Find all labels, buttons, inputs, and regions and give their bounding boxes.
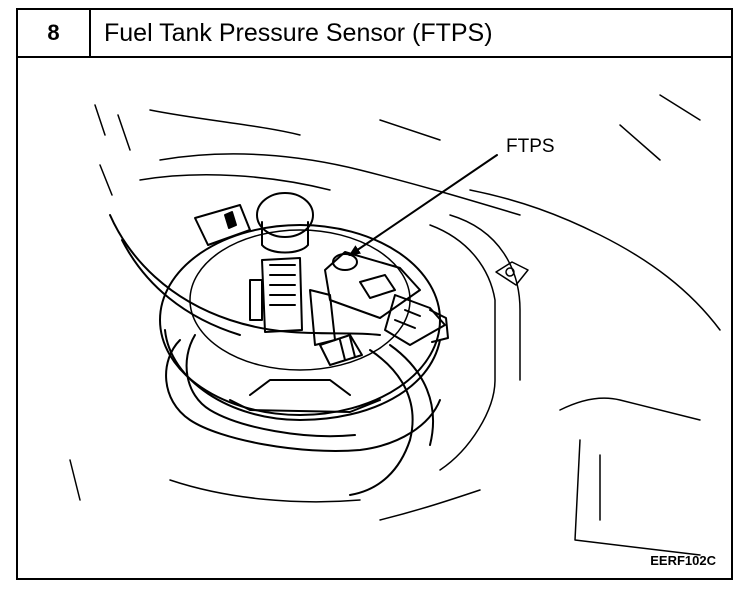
ftps-callout-arrow — [348, 154, 498, 257]
ftps-callout-label: FTPS — [506, 136, 555, 157]
ftps-sensor — [309, 251, 421, 366]
body-panel-lines — [69, 94, 721, 556]
fuel-hoses — [109, 214, 441, 496]
procedure-frame: 8 Fuel Tank Pressure Sensor (FTPS) — [16, 8, 733, 580]
pump-dome — [256, 192, 314, 254]
step-number: 8 — [18, 10, 91, 56]
section-title: Fuel Tank Pressure Sensor (FTPS) — [104, 18, 493, 47]
right-harness-connector — [384, 294, 449, 346]
pump-module-plate — [159, 224, 441, 421]
left-connector — [194, 204, 251, 246]
panel-plug — [495, 261, 529, 286]
section-header: 8 Fuel Tank Pressure Sensor (FTPS) — [18, 10, 731, 58]
center-connector — [249, 257, 303, 333]
figure-code: EERF102C — [650, 553, 716, 568]
